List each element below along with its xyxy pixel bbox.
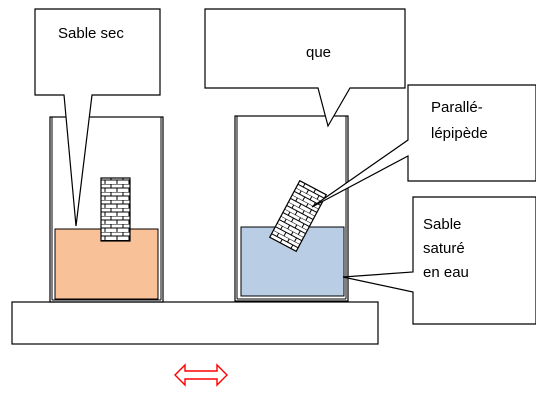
left-beaker — [49, 116, 164, 303]
right-container — [234, 115, 349, 302]
callout-saturated: Sable saturé en eau — [342, 196, 536, 325]
shaking-table — [11, 301, 379, 345]
brick-block-icon — [100, 177, 131, 242]
double-headed-arrow-icon — [174, 363, 228, 387]
tilted-brick-block-icon — [268, 179, 328, 253]
left-container — [49, 116, 164, 303]
callout-block: Parallé- lépipède — [311, 84, 536, 208]
callout-block-line-1: Parallé- — [431, 99, 483, 116]
callout-block-line-2: lépipède — [431, 125, 488, 142]
callout-saturated-line-2: saturé — [423, 240, 465, 257]
callout-saturated-line-1: Sable — [423, 216, 461, 233]
callout-question-label: que — [306, 44, 331, 61]
callout-dry-sand-label: Sable sec — [58, 25, 124, 42]
callout-saturated-line-3: en eau — [423, 264, 469, 281]
callout-dry-sand: Sable sec — [34, 8, 161, 227]
callout-question: que — [204, 8, 406, 128]
right-beaker — [234, 115, 349, 302]
